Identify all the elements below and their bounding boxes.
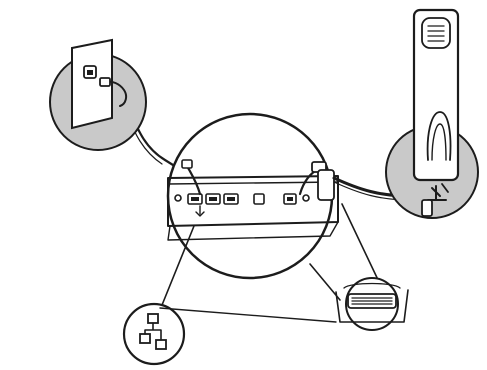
cord-entering-left — [181, 159, 202, 196]
rear-panel-magnifier — [166, 112, 339, 280]
vent-callout-lines — [159, 203, 381, 323]
phone-wall-jack-icon — [83, 65, 97, 79]
device-rear-panel — [167, 175, 339, 241]
ac-plug — [421, 199, 433, 217]
port-row — [174, 193, 310, 205]
network-port-bubble — [122, 302, 186, 366]
speaker-grille-icon — [427, 25, 445, 42]
wall-jack-bubble — [49, 38, 147, 151]
power-cord-connector — [298, 161, 335, 201]
cordless-handset-base — [412, 8, 460, 182]
vent-detail-bubble — [335, 277, 409, 331]
power-outlet-bubble — [385, 8, 479, 219]
network-callout-line — [159, 225, 195, 311]
phone-plug — [99, 77, 128, 107]
vent-grille-icon — [347, 293, 397, 309]
network-port-icon — [139, 313, 167, 350]
wall-plate — [71, 38, 113, 130]
port-callout-marker — [195, 205, 205, 217]
